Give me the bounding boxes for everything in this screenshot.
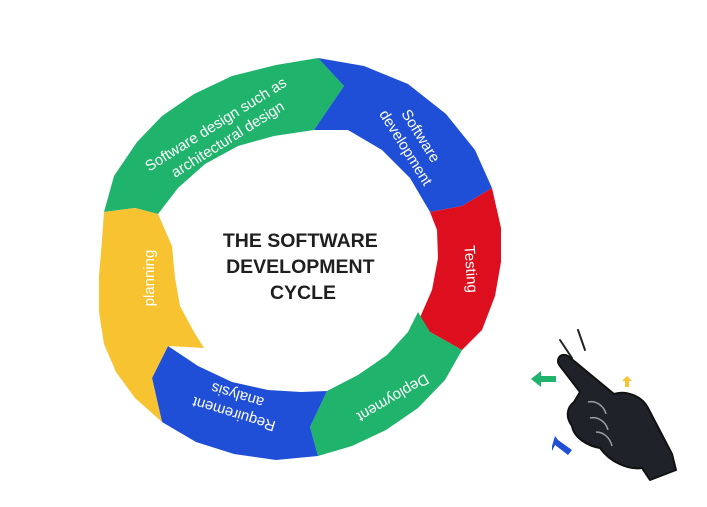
title-line-2: DEVELOPMENT <box>226 256 375 278</box>
pointing-hand-icon <box>531 329 677 481</box>
testing-segment <box>418 188 501 350</box>
design-segment <box>104 58 344 214</box>
requirement-segment <box>152 346 327 460</box>
title-line-3: CYCLE <box>270 282 336 304</box>
deployment-segment <box>310 312 462 456</box>
blue-arrow-icon <box>552 436 572 455</box>
testing-label: Testing <box>460 245 480 294</box>
cycle-title: THE SOFTWARE DEVELOPMENT CYCLE <box>223 230 383 304</box>
yellow-arrow-icon <box>622 376 632 387</box>
cycle-ring <box>99 58 501 460</box>
title-line-1: THE SOFTWARE <box>223 230 378 252</box>
green-arrow-icon <box>531 371 556 387</box>
planning-segment <box>99 208 204 422</box>
development-segment <box>314 58 492 212</box>
planning-label: planning <box>141 250 158 307</box>
